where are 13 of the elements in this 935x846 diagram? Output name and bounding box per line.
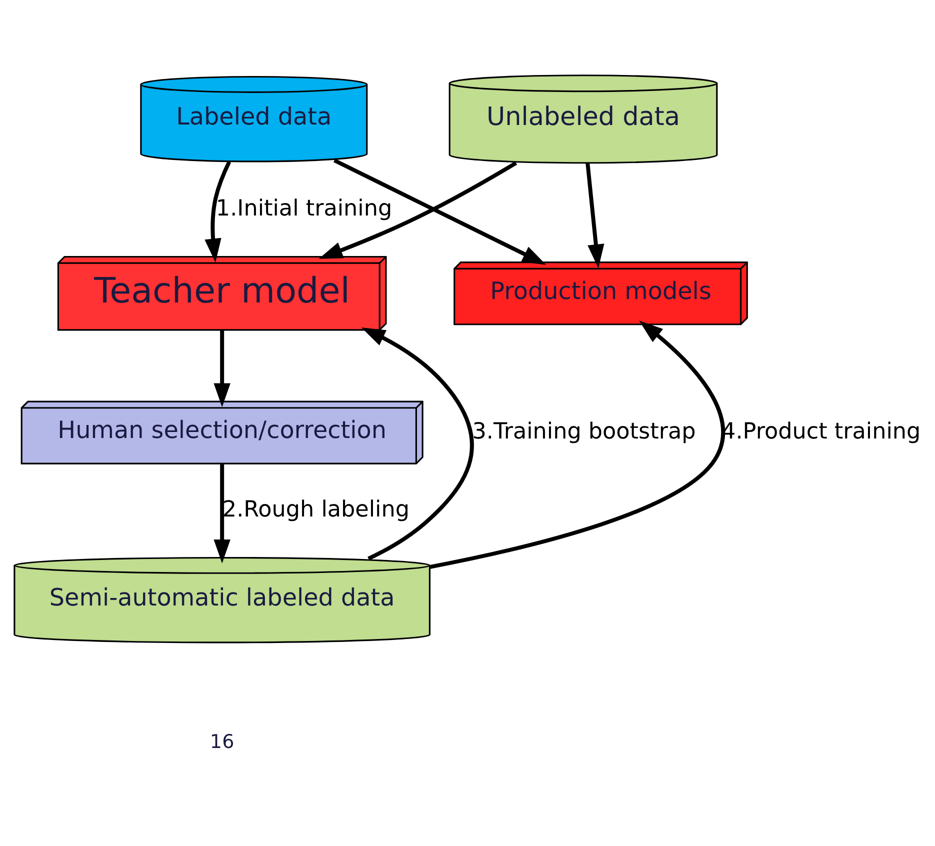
label: 16 [210,729,234,752]
arrow [204,160,232,262]
arrow [361,326,474,560]
edge-label: 4.Product training [722,418,921,444]
edge-label: 2.Rough labeling [222,496,410,522]
arrow [586,162,604,268]
edge-label: 1.Initial training [216,195,392,222]
arrow [430,320,725,568]
arrow [333,158,546,264]
arrow [214,464,230,563]
arrow [214,329,230,407]
arrow [318,160,518,258]
edge-label: 3.Training bootstrap [472,418,696,444]
